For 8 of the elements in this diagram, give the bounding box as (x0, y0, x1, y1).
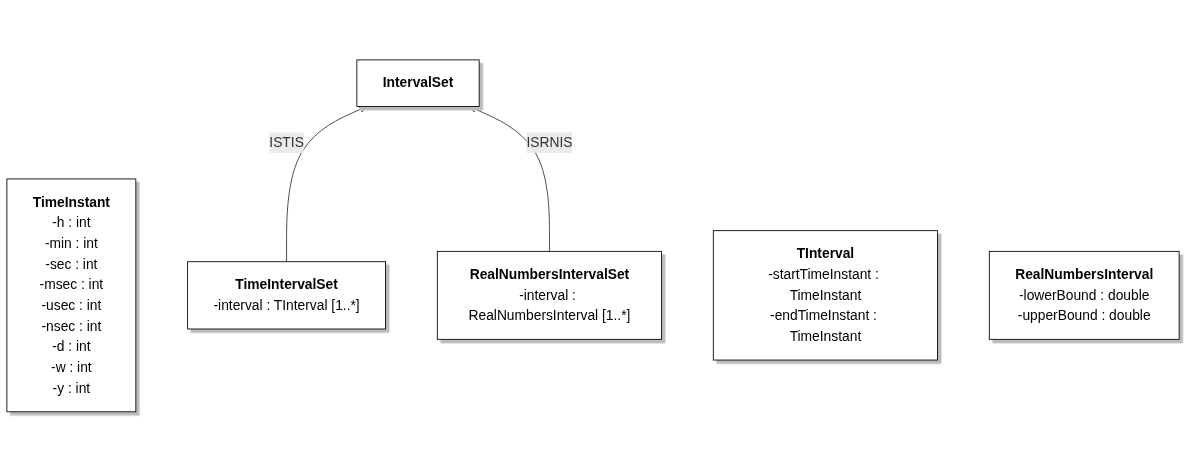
edge-label: ISRNIS (526, 135, 573, 150)
node-box: TimeInstant -h : int -min : int -sec : int -msec : int -usec : int -nsec : int -d : int -w : int -y : int (6, 178, 137, 413)
node-box: TInterval -startTimeInstant : TimeInstant -endTimeInstant : TimeInstant (712, 230, 938, 361)
node-box: TimeIntervalSet -interval : TInterval [1..*] (187, 261, 386, 330)
edge-label: ISTIS (269, 135, 304, 150)
node-box: RealNumbersIntervalSet -interval : RealNumbersInterval [1..*] (436, 251, 662, 340)
node-box: IntervalSet (356, 59, 480, 108)
node-box: RealNumbersInterval -lowerBound : double -upperBound : double (988, 251, 1180, 340)
